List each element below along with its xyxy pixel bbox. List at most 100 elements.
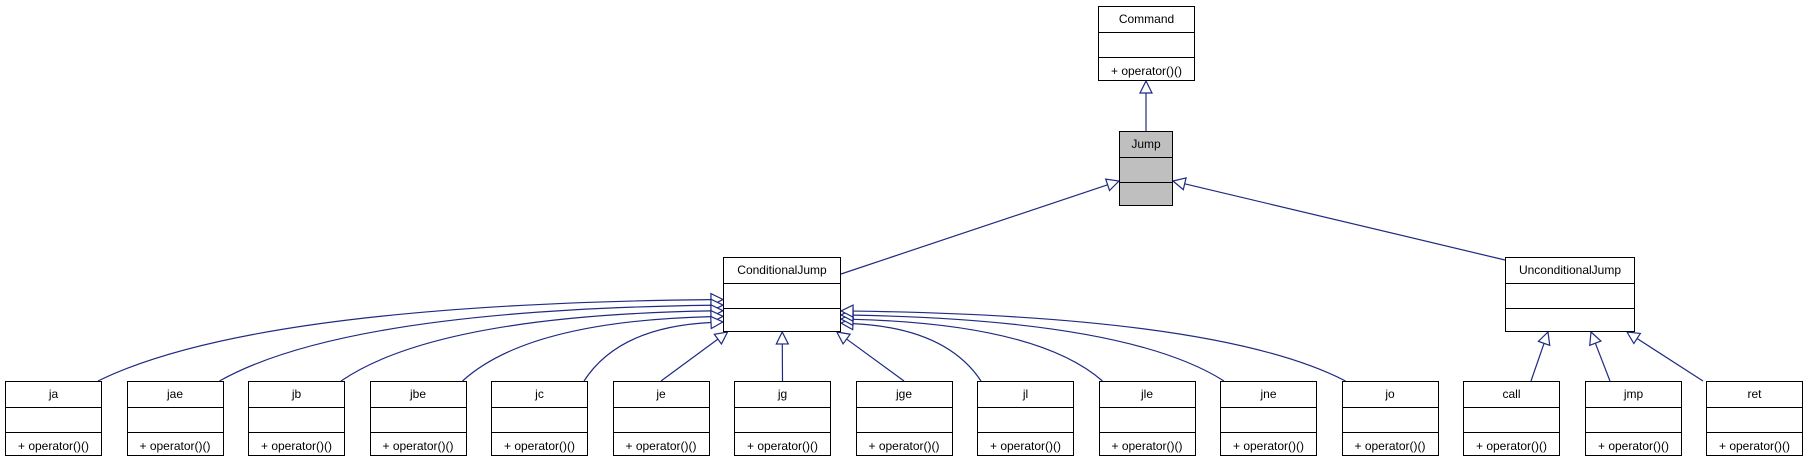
class-attributes	[613, 408, 709, 433]
class-name: ja	[6, 382, 101, 408]
edge-jae-to-conditionaljump	[219, 304, 712, 382]
class-name: jbe	[370, 382, 466, 408]
class-operations: + operator()()	[625, 439, 697, 453]
class-command[interactable]: Command + operator()()	[1098, 6, 1195, 81]
class-jb[interactable]: jb + operator()()	[248, 381, 345, 456]
edge-jle-to-conditionaljump	[852, 318, 1103, 382]
edge-jbe-to-conditionaljump	[462, 315, 712, 382]
class-attributes	[1506, 284, 1634, 309]
class-operations: + operator()()	[1354, 439, 1426, 453]
edge-jc-to-conditionaljump	[583, 321, 712, 382]
inheritance-arrowhead	[1139, 79, 1153, 94]
class-attributes	[978, 408, 1073, 433]
class-operations: + operator()()	[746, 439, 819, 453]
class-jo[interactable]: jo + operator()()	[1341, 381, 1439, 456]
class-attributes	[249, 408, 344, 433]
class-operations: + operator()()	[382, 439, 454, 453]
class-name: jmp	[1586, 382, 1681, 408]
class-attributes	[1099, 408, 1195, 433]
inheritance-arrowhead	[710, 315, 725, 330]
class-attributes	[724, 284, 840, 309]
class-attributes	[1099, 33, 1194, 58]
edge-jne-to-conditionaljump	[852, 314, 1225, 382]
class-ja[interactable]: ja + operator()()	[5, 381, 102, 456]
edge-je-to-conditionaljump	[660, 338, 719, 382]
class-jump[interactable]: Jump	[1119, 131, 1173, 206]
class-operations: + operator()()	[1597, 439, 1670, 453]
class-attributes	[1586, 408, 1681, 433]
edge-jo-to-conditionaljump	[852, 310, 1346, 382]
inheritance-arrowhead	[839, 304, 854, 319]
class-name: call	[1464, 382, 1559, 408]
edge-jmp-to-unconditionaljump	[1594, 342, 1611, 382]
class-conditionaljump[interactable]: ConditionalJump	[723, 257, 841, 332]
class-operations: + operator()()	[139, 439, 211, 453]
class-operations: + operator()()	[260, 439, 333, 453]
class-operations	[1120, 183, 1172, 209]
class-name: jne	[1221, 382, 1316, 408]
class-attributes	[856, 408, 952, 433]
edge-jge-to-conditionaljump	[846, 338, 905, 382]
class-attributes	[1707, 408, 1802, 433]
class-jc[interactable]: jc + operator()()	[491, 381, 588, 456]
class-name: jc	[492, 382, 587, 408]
edge-jl-to-conditionaljump	[852, 323, 982, 382]
class-je[interactable]: je + operator()()	[612, 381, 710, 456]
class-name: jb	[249, 382, 344, 408]
class-operations: + operator()()	[868, 439, 940, 453]
class-attributes	[6, 408, 101, 433]
class-operations: + operator()()	[1718, 439, 1791, 453]
class-operations: + operator()()	[17, 439, 90, 453]
class-attributes	[492, 408, 587, 433]
edge-unconditionaljump-to-jump	[1184, 183, 1506, 261]
inheritance-arrowhead	[1171, 177, 1187, 191]
inheritance-arrowhead	[1537, 330, 1551, 347]
class-operations: + operator()()	[1110, 64, 1183, 78]
class-name: ret	[1707, 382, 1802, 408]
class-name: UnconditionalJump	[1506, 258, 1634, 284]
class-name: jg	[735, 382, 830, 408]
class-name: jge	[856, 382, 952, 408]
class-call[interactable]: call + operator()()	[1463, 381, 1560, 456]
edge-conditionaljump-to-jump	[840, 184, 1108, 275]
class-unconditionaljump[interactable]: UnconditionalJump	[1505, 257, 1635, 332]
edge-ret-to-unconditionaljump	[1636, 337, 1704, 382]
class-name: Jump	[1120, 132, 1172, 158]
inheritance-arrowhead	[1625, 331, 1642, 345]
edge-call-to-unconditionaljump	[1530, 343, 1545, 382]
class-jle[interactable]: jle + operator()()	[1098, 381, 1196, 456]
edge-ja-to-conditionaljump	[97, 298, 712, 382]
inheritance-arrowhead	[775, 330, 790, 345]
class-attributes	[1120, 158, 1172, 183]
class-operations: + operator()()	[1111, 439, 1183, 453]
inheritance-arrowhead	[1104, 178, 1121, 192]
class-name: je	[613, 382, 709, 408]
class-jg[interactable]: jg + operator()()	[734, 381, 831, 456]
class-jne[interactable]: jne + operator()()	[1220, 381, 1317, 456]
class-operations: + operator()()	[1232, 439, 1305, 453]
inheritance-arrowhead	[713, 331, 729, 346]
inheritance-arrowhead	[1589, 330, 1603, 347]
class-jae[interactable]: jae + operator()()	[126, 381, 224, 456]
class-name: jae	[127, 382, 223, 408]
class-operations: + operator()()	[989, 439, 1062, 453]
edge-jb-to-conditionaljump	[340, 310, 712, 382]
class-operations: + operator()()	[503, 439, 576, 453]
class-jbe[interactable]: jbe + operator()()	[369, 381, 467, 456]
class-operations	[1506, 309, 1634, 335]
class-ret[interactable]: ret + operator()()	[1706, 381, 1803, 456]
class-operations: + operator()()	[1475, 439, 1548, 453]
class-name: jle	[1099, 382, 1195, 408]
class-name: jo	[1342, 382, 1438, 408]
class-attributes	[1464, 408, 1559, 433]
class-name: ConditionalJump	[724, 258, 840, 284]
class-jmp[interactable]: jmp + operator()()	[1585, 381, 1682, 456]
class-jge[interactable]: jge + operator()()	[855, 381, 953, 456]
class-attributes	[127, 408, 223, 433]
class-jl[interactable]: jl + operator()()	[977, 381, 1074, 456]
inheritance-arrowhead	[835, 331, 852, 346]
class-attributes	[1221, 408, 1316, 433]
class-operations	[724, 309, 840, 335]
